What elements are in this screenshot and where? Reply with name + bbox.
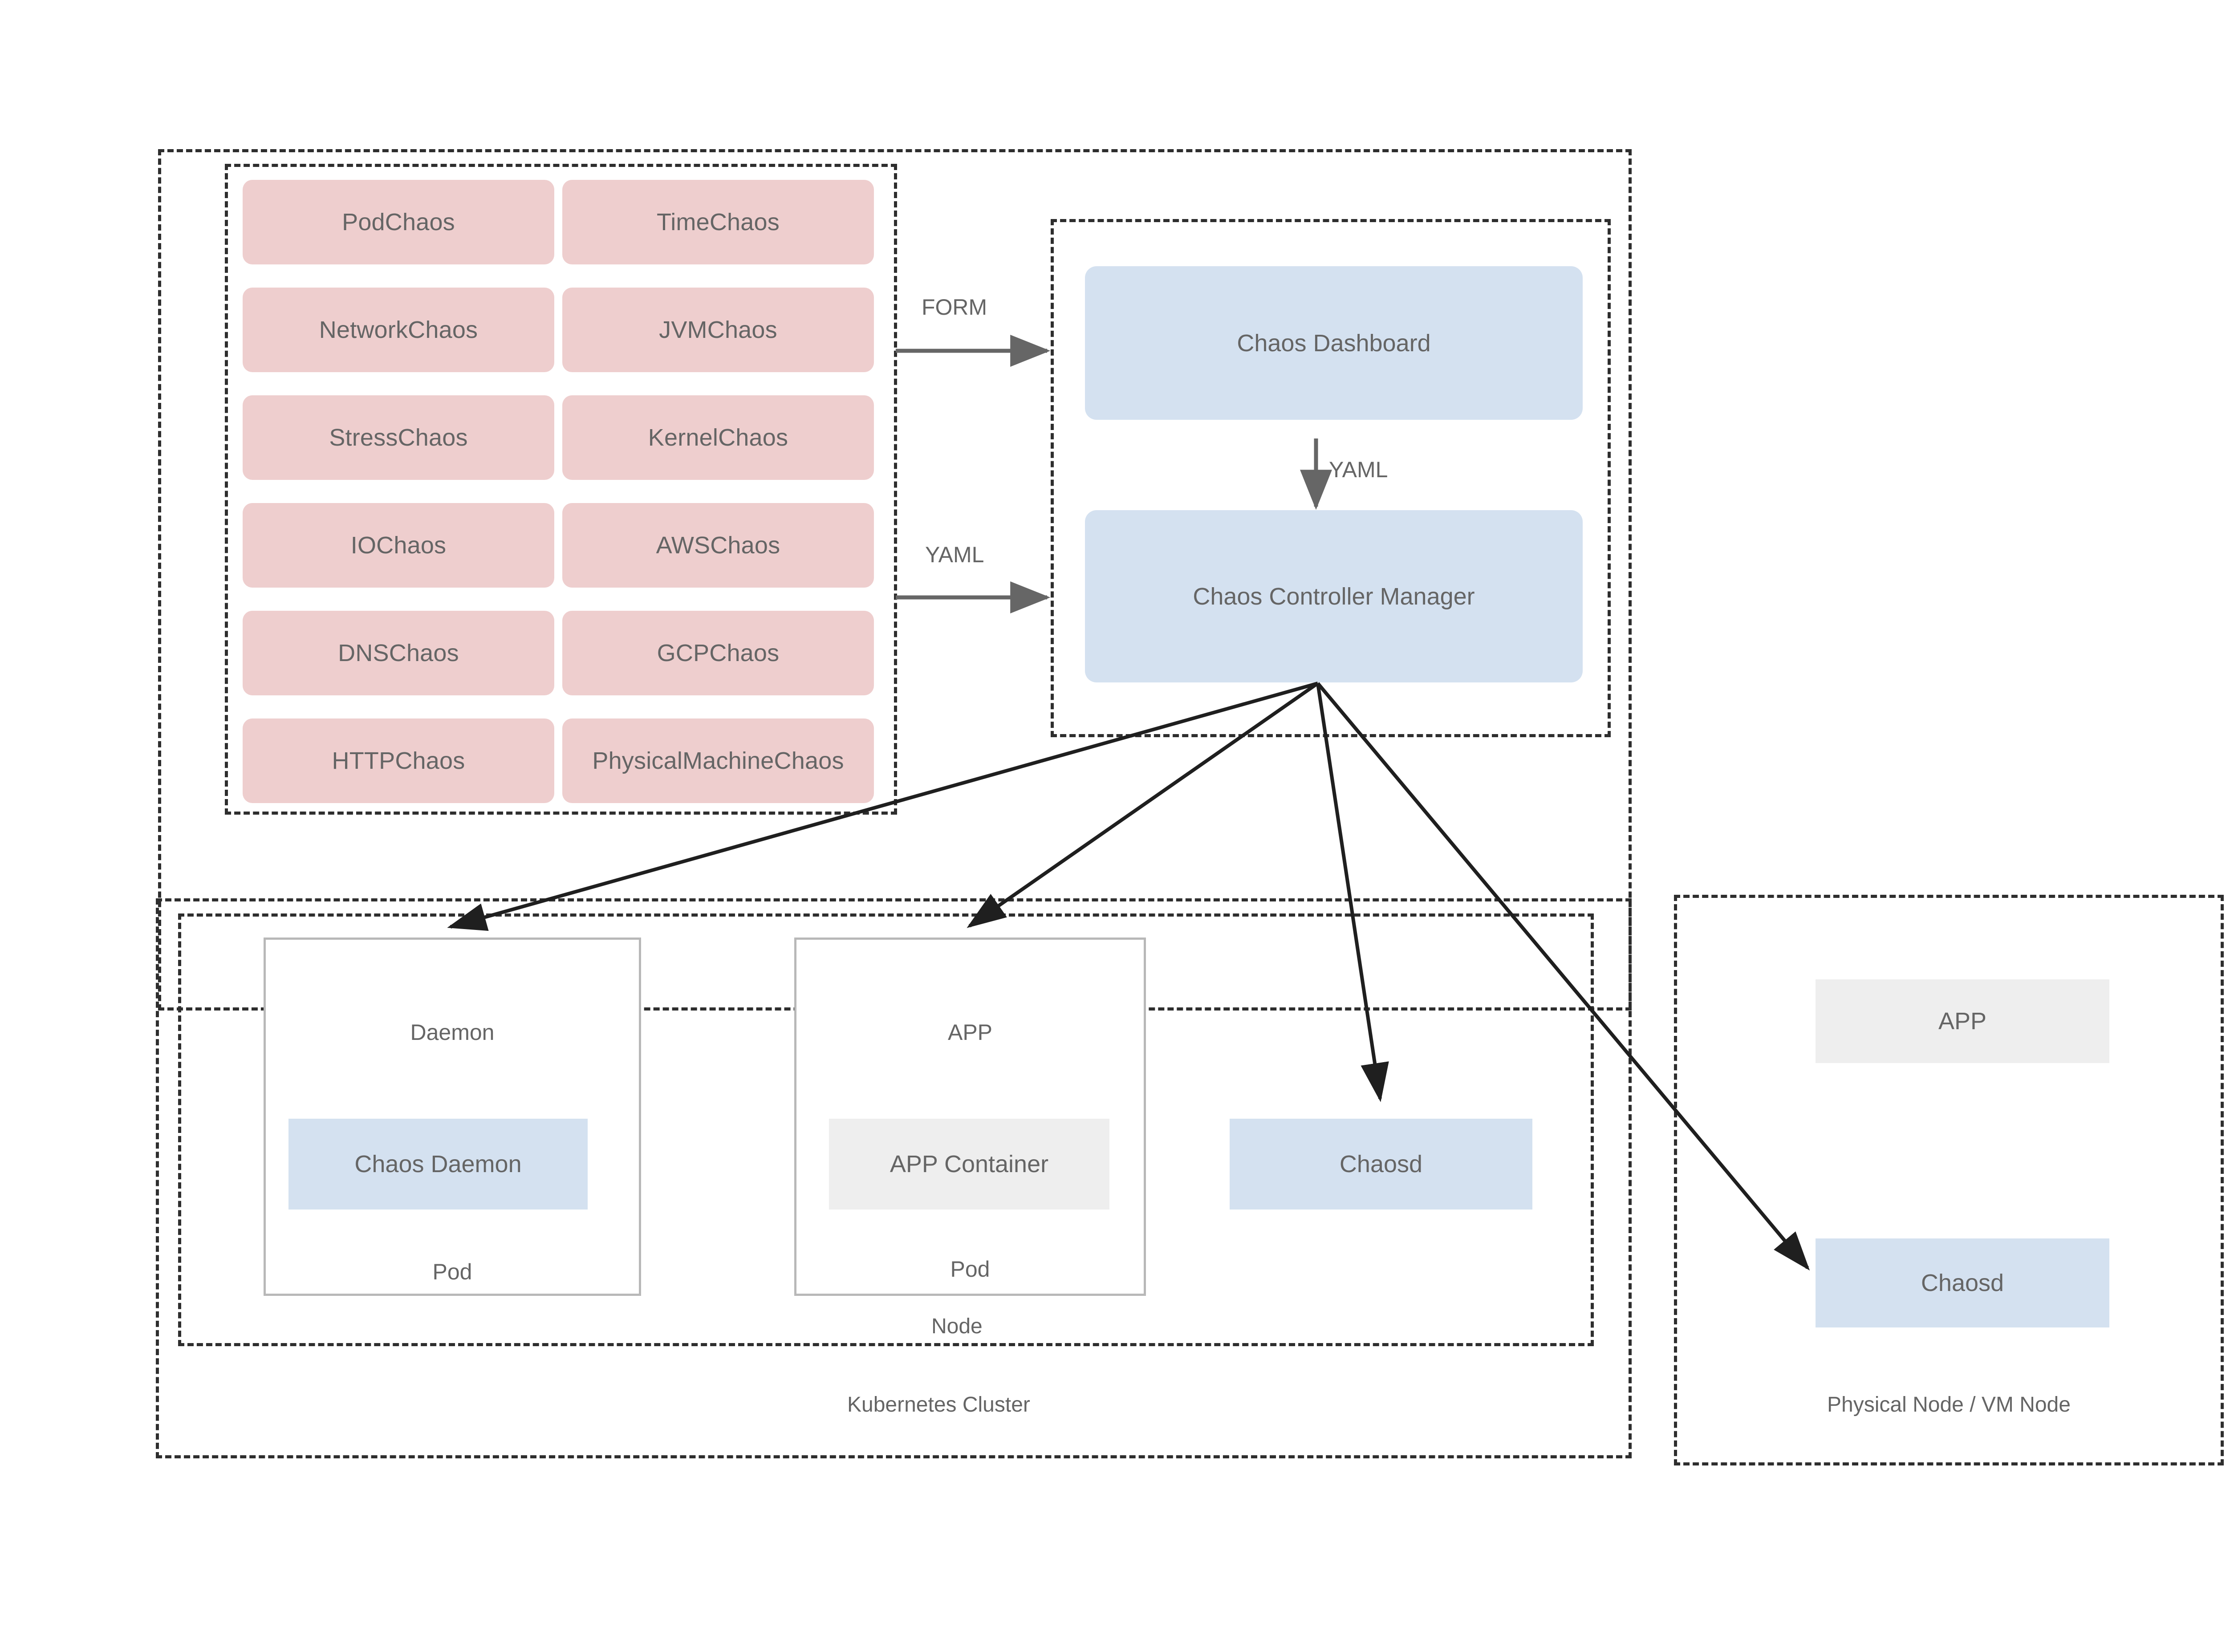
chaos-type-chip[interactable]: GCPChaos	[562, 611, 874, 695]
chaos-daemon-box[interactable]: Chaos Daemon	[288, 1119, 588, 1210]
physical-node-app-box[interactable]: APP	[1816, 979, 2109, 1063]
chaos-controller-manager-box[interactable]: Chaos Controller Manager	[1085, 510, 1583, 682]
daemon-pod-title: Daemon	[410, 1020, 495, 1045]
chaos-type-chip[interactable]: DNSChaos	[243, 611, 554, 695]
app-pod-box	[794, 938, 1146, 1296]
node-label: Node	[931, 1315, 983, 1338]
chaos-type-chip[interactable]: PhysicalMachineChaos	[562, 718, 874, 803]
chaos-type-chip[interactable]: KernelChaos	[562, 395, 874, 480]
app-pod-title: APP	[947, 1020, 993, 1045]
edge-label-form: FORM	[922, 295, 987, 320]
physical-node-chaosd-box[interactable]: Chaosd	[1816, 1238, 2109, 1327]
chaos-type-chip[interactable]: JVMChaos	[562, 288, 874, 372]
chaos-type-chip[interactable]: StressChaos	[243, 395, 554, 480]
chaos-type-chip[interactable]: AWSChaos	[562, 503, 874, 588]
edge-label-yaml-input: YAML	[925, 542, 984, 567]
chaos-type-chip[interactable]: NetworkChaos	[243, 288, 554, 372]
daemon-pod-box	[264, 938, 641, 1296]
chaos-dashboard-box[interactable]: Chaos Dashboard	[1085, 266, 1583, 420]
chaos-type-chip[interactable]: HTTPChaos	[243, 718, 554, 803]
physical-node-label: Physical Node / VM Node	[1827, 1393, 2071, 1417]
app-container-box[interactable]: APP Container	[829, 1119, 1109, 1210]
chaos-type-chip[interactable]: PodChaos	[243, 180, 554, 264]
daemon-pod-footer: Pod	[432, 1259, 472, 1284]
chaos-type-chip[interactable]: IOChaos	[243, 503, 554, 588]
chaos-type-chip[interactable]: TimeChaos	[562, 180, 874, 264]
app-pod-footer: Pod	[950, 1257, 990, 1282]
kubernetes-cluster-label: Kubernetes Cluster	[847, 1393, 1030, 1417]
chaosd-cluster-box[interactable]: Chaosd	[1230, 1119, 1532, 1210]
edge-label-yaml-dashboard-controller: YAML	[1329, 457, 1388, 482]
